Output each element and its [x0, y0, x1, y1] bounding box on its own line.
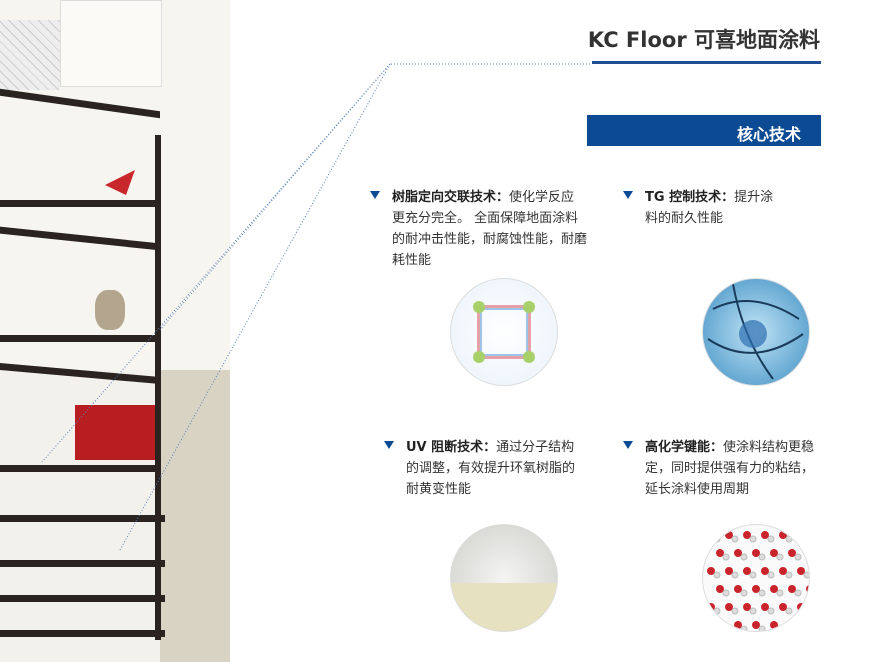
section-banner: 核心技术 — [587, 115, 821, 146]
page-title: KC Floor 可喜地面涂料 — [587, 28, 820, 52]
feature-heading: 高化学键能： — [645, 440, 724, 455]
feature-heading: 树脂定向交联技术： — [392, 190, 510, 205]
feature-item: UV 阻断技术：通过分子结构的调整，有效提升环氧树脂的耐黄变性能 — [384, 437, 586, 500]
feature-text: 提升涂料的耐久性能 — [645, 190, 774, 226]
crosslink-diagram-image — [450, 278, 558, 386]
feature-heading: UV 阻断技术： — [406, 440, 497, 455]
feature-item: TG 控制技术：提升涂料的耐久性能 — [623, 187, 785, 229]
feature-heading: TG 控制技术： — [645, 190, 735, 205]
petri-dish-sample-image — [450, 524, 558, 632]
feature-text: 通过分子结构的调整，有效提升环氧树脂的耐黄变性能 — [406, 440, 576, 497]
feature-item: 高化学键能：使涂料结构更稳定，同时提供强有力的粘结，延长涂料使用周期 — [623, 437, 825, 500]
triangle-bullet-icon — [384, 441, 394, 449]
feature-text: 使涂料结构更稳定，同时提供强有力的粘结，延长涂料使用周期 — [645, 440, 815, 497]
triangle-bullet-icon — [623, 441, 633, 449]
triangle-bullet-icon — [623, 191, 633, 199]
molecular-network-image — [702, 278, 810, 386]
feature-item: 树脂定向交联技术：使化学反应更充分完全。 全面保障地面涂料的耐冲击性能，耐腐蚀性… — [370, 187, 588, 271]
feature-text: 使化学反应更充分完全。 全面保障地面涂料的耐冲击性能，耐腐蚀性能，耐磨耗性能 — [392, 190, 588, 268]
title-underline — [592, 61, 821, 64]
triangle-bullet-icon — [370, 191, 380, 199]
building-section-illustration — [0, 0, 230, 662]
molecule-lattice-image — [702, 524, 810, 632]
